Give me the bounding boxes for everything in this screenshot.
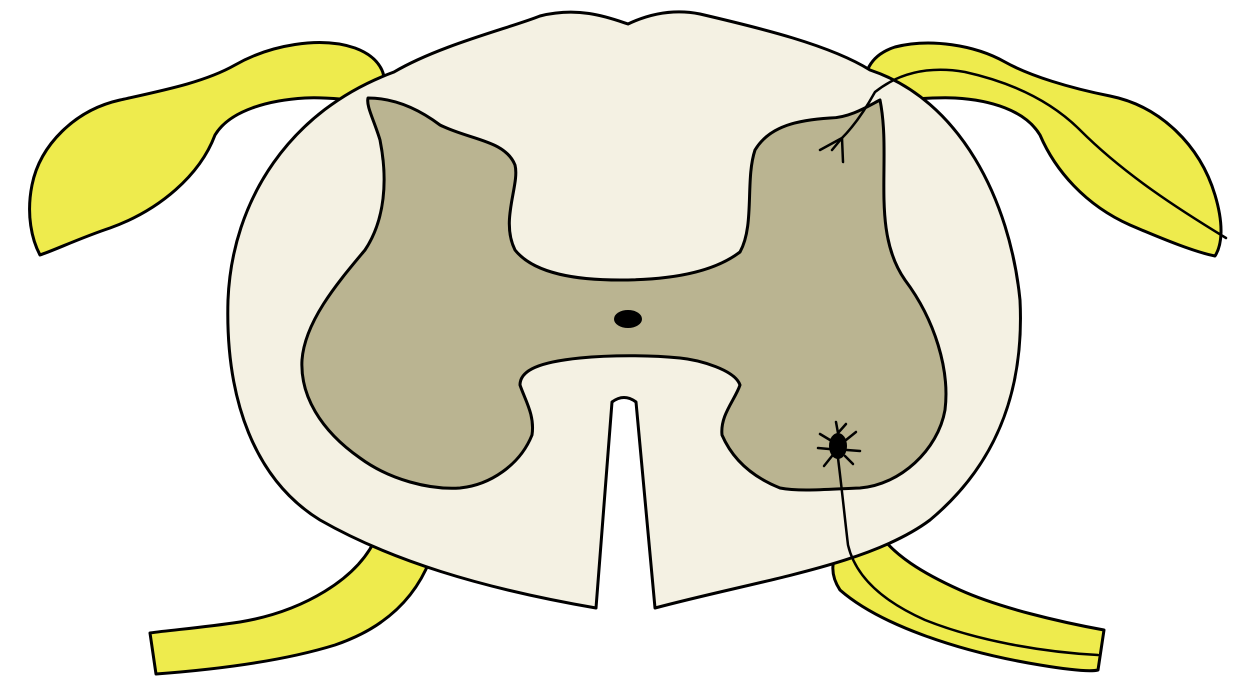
central-canal xyxy=(614,310,642,328)
ventral-root-left xyxy=(150,533,430,674)
ventral-root-right xyxy=(833,535,1104,671)
